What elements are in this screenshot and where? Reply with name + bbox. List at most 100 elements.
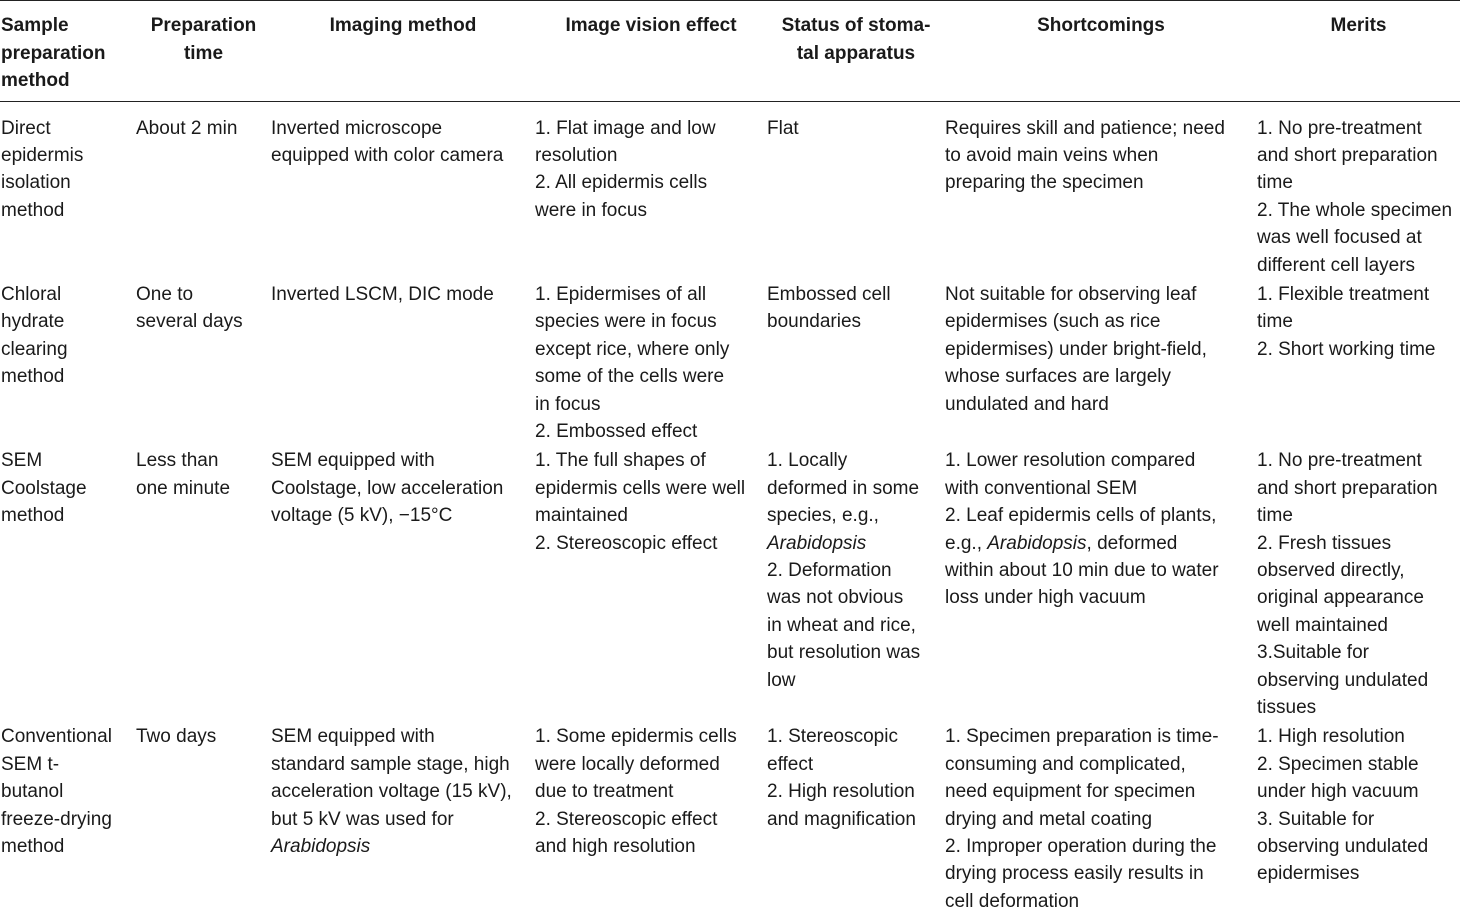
cell-vision: 1. Flat image and low resolution 2. All … bbox=[535, 101, 767, 279]
cell-shortcomings: 1. Lower resolution compared with conven… bbox=[945, 445, 1257, 721]
cell-line: acceleration voltage (15 kV), bbox=[271, 781, 512, 803]
header-shortcomings: Shortcomings bbox=[945, 0, 1257, 102]
cell-line: 3.Suitable for bbox=[1257, 642, 1369, 664]
cell-vision: 1. The full shapes of epidermis cells we… bbox=[535, 445, 767, 721]
cell-line: time bbox=[1257, 172, 1293, 194]
cell-line: freeze-drying bbox=[1, 808, 112, 830]
cell-status: Embossed cell boundaries bbox=[767, 279, 945, 445]
cell-line: Embossed cell bbox=[767, 283, 891, 305]
cell-line: 3. Suitable for bbox=[1257, 808, 1375, 830]
cell-line: method bbox=[1, 836, 65, 858]
cell-line: were locally deformed bbox=[535, 753, 720, 775]
cell-time: One to several days bbox=[136, 279, 271, 445]
cell-line: 2. Stereoscopic effect bbox=[535, 532, 718, 554]
cell-line: butanol bbox=[1, 781, 64, 803]
cell-line: different cell layers bbox=[1257, 254, 1416, 276]
cell-line: method bbox=[1, 199, 65, 221]
header-image-vision-effect: Image vision effect bbox=[535, 0, 767, 102]
header-line: Image vision effect bbox=[565, 15, 737, 36]
cell-line: Coolstage bbox=[1, 477, 87, 499]
cell-status: 1. Locally deformed in some species, e.g… bbox=[767, 445, 945, 721]
cell-line: 2. Fresh tissues bbox=[1257, 532, 1392, 554]
cell-line: voltage (5 kV), −15°C bbox=[271, 505, 453, 527]
cell-vision: 1. Some epidermis cells were locally def… bbox=[535, 721, 767, 915]
cell-line: 1. Locally bbox=[767, 450, 848, 472]
cell-method: Direct epidermis isolation method bbox=[0, 101, 136, 279]
header-line: Status of stoma- bbox=[781, 15, 931, 36]
cell-line: time bbox=[1257, 311, 1293, 333]
cell-line: observing undulated bbox=[1257, 836, 1429, 858]
cell-line: epidermises (such as rice bbox=[945, 311, 1161, 333]
header-merits: Merits bbox=[1257, 0, 1460, 102]
cell-line: undulated and hard bbox=[945, 393, 1109, 415]
header-line: tal apparatus bbox=[796, 42, 916, 64]
cell-line: drying process easily results in bbox=[945, 863, 1204, 885]
cell-line: need equipment for specimen bbox=[945, 781, 1196, 803]
cell-merits: 1. No pre-treatment and short preparatio… bbox=[1257, 445, 1460, 721]
cell-line: e.g., Arabidopsis, deformed bbox=[945, 530, 1257, 557]
cell-line: hydrate bbox=[1, 311, 65, 333]
cell-method: SEM Coolstage method bbox=[0, 445, 136, 721]
cell-method: Chloral hydrate clearing method bbox=[0, 279, 136, 445]
cell-line: 1. Flat image and low bbox=[535, 117, 716, 139]
cell-line: but 5 kV was used for bbox=[271, 808, 454, 830]
cell-line: 1. Lower resolution compared bbox=[945, 450, 1196, 472]
cell-line: drying and metal coating bbox=[945, 808, 1153, 830]
cell-line: clearing bbox=[1, 338, 68, 360]
table-body: Direct epidermis isolation method About … bbox=[0, 101, 1460, 915]
cell-line: original appearance bbox=[1257, 587, 1424, 609]
cell-line-italic: Arabidopsis bbox=[271, 836, 371, 858]
cell-line: About 2 min bbox=[136, 117, 238, 139]
header-line: preparation bbox=[1, 42, 106, 64]
table-row: Direct epidermis isolation method About … bbox=[0, 101, 1460, 279]
cell-line: 2. Leaf epidermis cells of plants, bbox=[945, 505, 1217, 527]
cell-line: One to bbox=[136, 283, 194, 305]
cell-merits: 1. High resolution 2. Specimen stable un… bbox=[1257, 721, 1460, 915]
cell-imaging: SEM equipped with Coolstage, low acceler… bbox=[271, 445, 535, 721]
cell-line: SEM equipped with bbox=[271, 726, 435, 748]
cell-line: 2. Improper operation during the bbox=[945, 836, 1217, 858]
header-line: Preparation bbox=[150, 15, 257, 36]
cell-line: species, e.g., bbox=[767, 505, 879, 527]
cell-line: 2. Stereoscopic effect bbox=[535, 808, 718, 830]
cell-line: whose surfaces are largely bbox=[945, 366, 1171, 388]
cell-line: Coolstage, low acceleration bbox=[271, 477, 504, 499]
cell-line: Flat bbox=[767, 117, 799, 139]
cell-line: tissues bbox=[1257, 697, 1317, 719]
cell-line: method bbox=[1, 366, 65, 388]
cell-vision: 1. Epidermises of all species were in fo… bbox=[535, 279, 767, 445]
cell-line: Inverted microscope bbox=[271, 117, 443, 139]
cell-imaging: Inverted microscope equipped with color … bbox=[271, 101, 535, 279]
cell-line: several days bbox=[136, 311, 243, 333]
header-line: time bbox=[183, 42, 224, 64]
cell-line: 2. Specimen stable bbox=[1257, 753, 1419, 775]
cell-line: boundaries bbox=[767, 311, 862, 333]
cell-line: and short preparation bbox=[1257, 477, 1438, 499]
cell-line: SEM t- bbox=[1, 753, 60, 775]
cell-line: were in focus bbox=[535, 199, 647, 221]
cell-time: Two days bbox=[136, 721, 271, 915]
cell-shortcomings: Not suitable for observing leaf epidermi… bbox=[945, 279, 1257, 445]
cell-line: was not obvious bbox=[767, 587, 904, 609]
cell-line: and high resolution bbox=[535, 836, 696, 858]
cell-line: observed directly, bbox=[1257, 560, 1405, 581]
cell-line: consuming and complicated, bbox=[945, 753, 1186, 775]
cell-line: 1. No pre-treatment bbox=[1257, 450, 1422, 472]
cell-line: preparing the specimen bbox=[945, 172, 1144, 194]
cell-line: SEM equipped with bbox=[271, 450, 435, 472]
header-imaging-method: Imaging method bbox=[271, 0, 535, 102]
cell-line: 1. Stereoscopic bbox=[767, 726, 898, 748]
text-fragment: e.g., bbox=[945, 532, 988, 554]
cell-line: well maintained bbox=[1257, 614, 1388, 636]
cell-line: SEM bbox=[1, 450, 43, 472]
cell-line: in wheat and rice, bbox=[767, 614, 916, 636]
cell-line: due to treatment bbox=[535, 781, 674, 803]
cell-line-italic: Arabidopsis bbox=[767, 532, 867, 554]
header-line: Merits bbox=[1330, 15, 1387, 36]
cell-line: Conventional bbox=[1, 726, 112, 748]
text-fragment: , deformed bbox=[1086, 532, 1178, 554]
cell-line: time bbox=[1257, 505, 1293, 527]
header-line: Shortcomings bbox=[1037, 15, 1165, 36]
cell-line: Not suitable for observing leaf bbox=[945, 283, 1197, 305]
cell-line: with conventional SEM bbox=[945, 477, 1138, 499]
